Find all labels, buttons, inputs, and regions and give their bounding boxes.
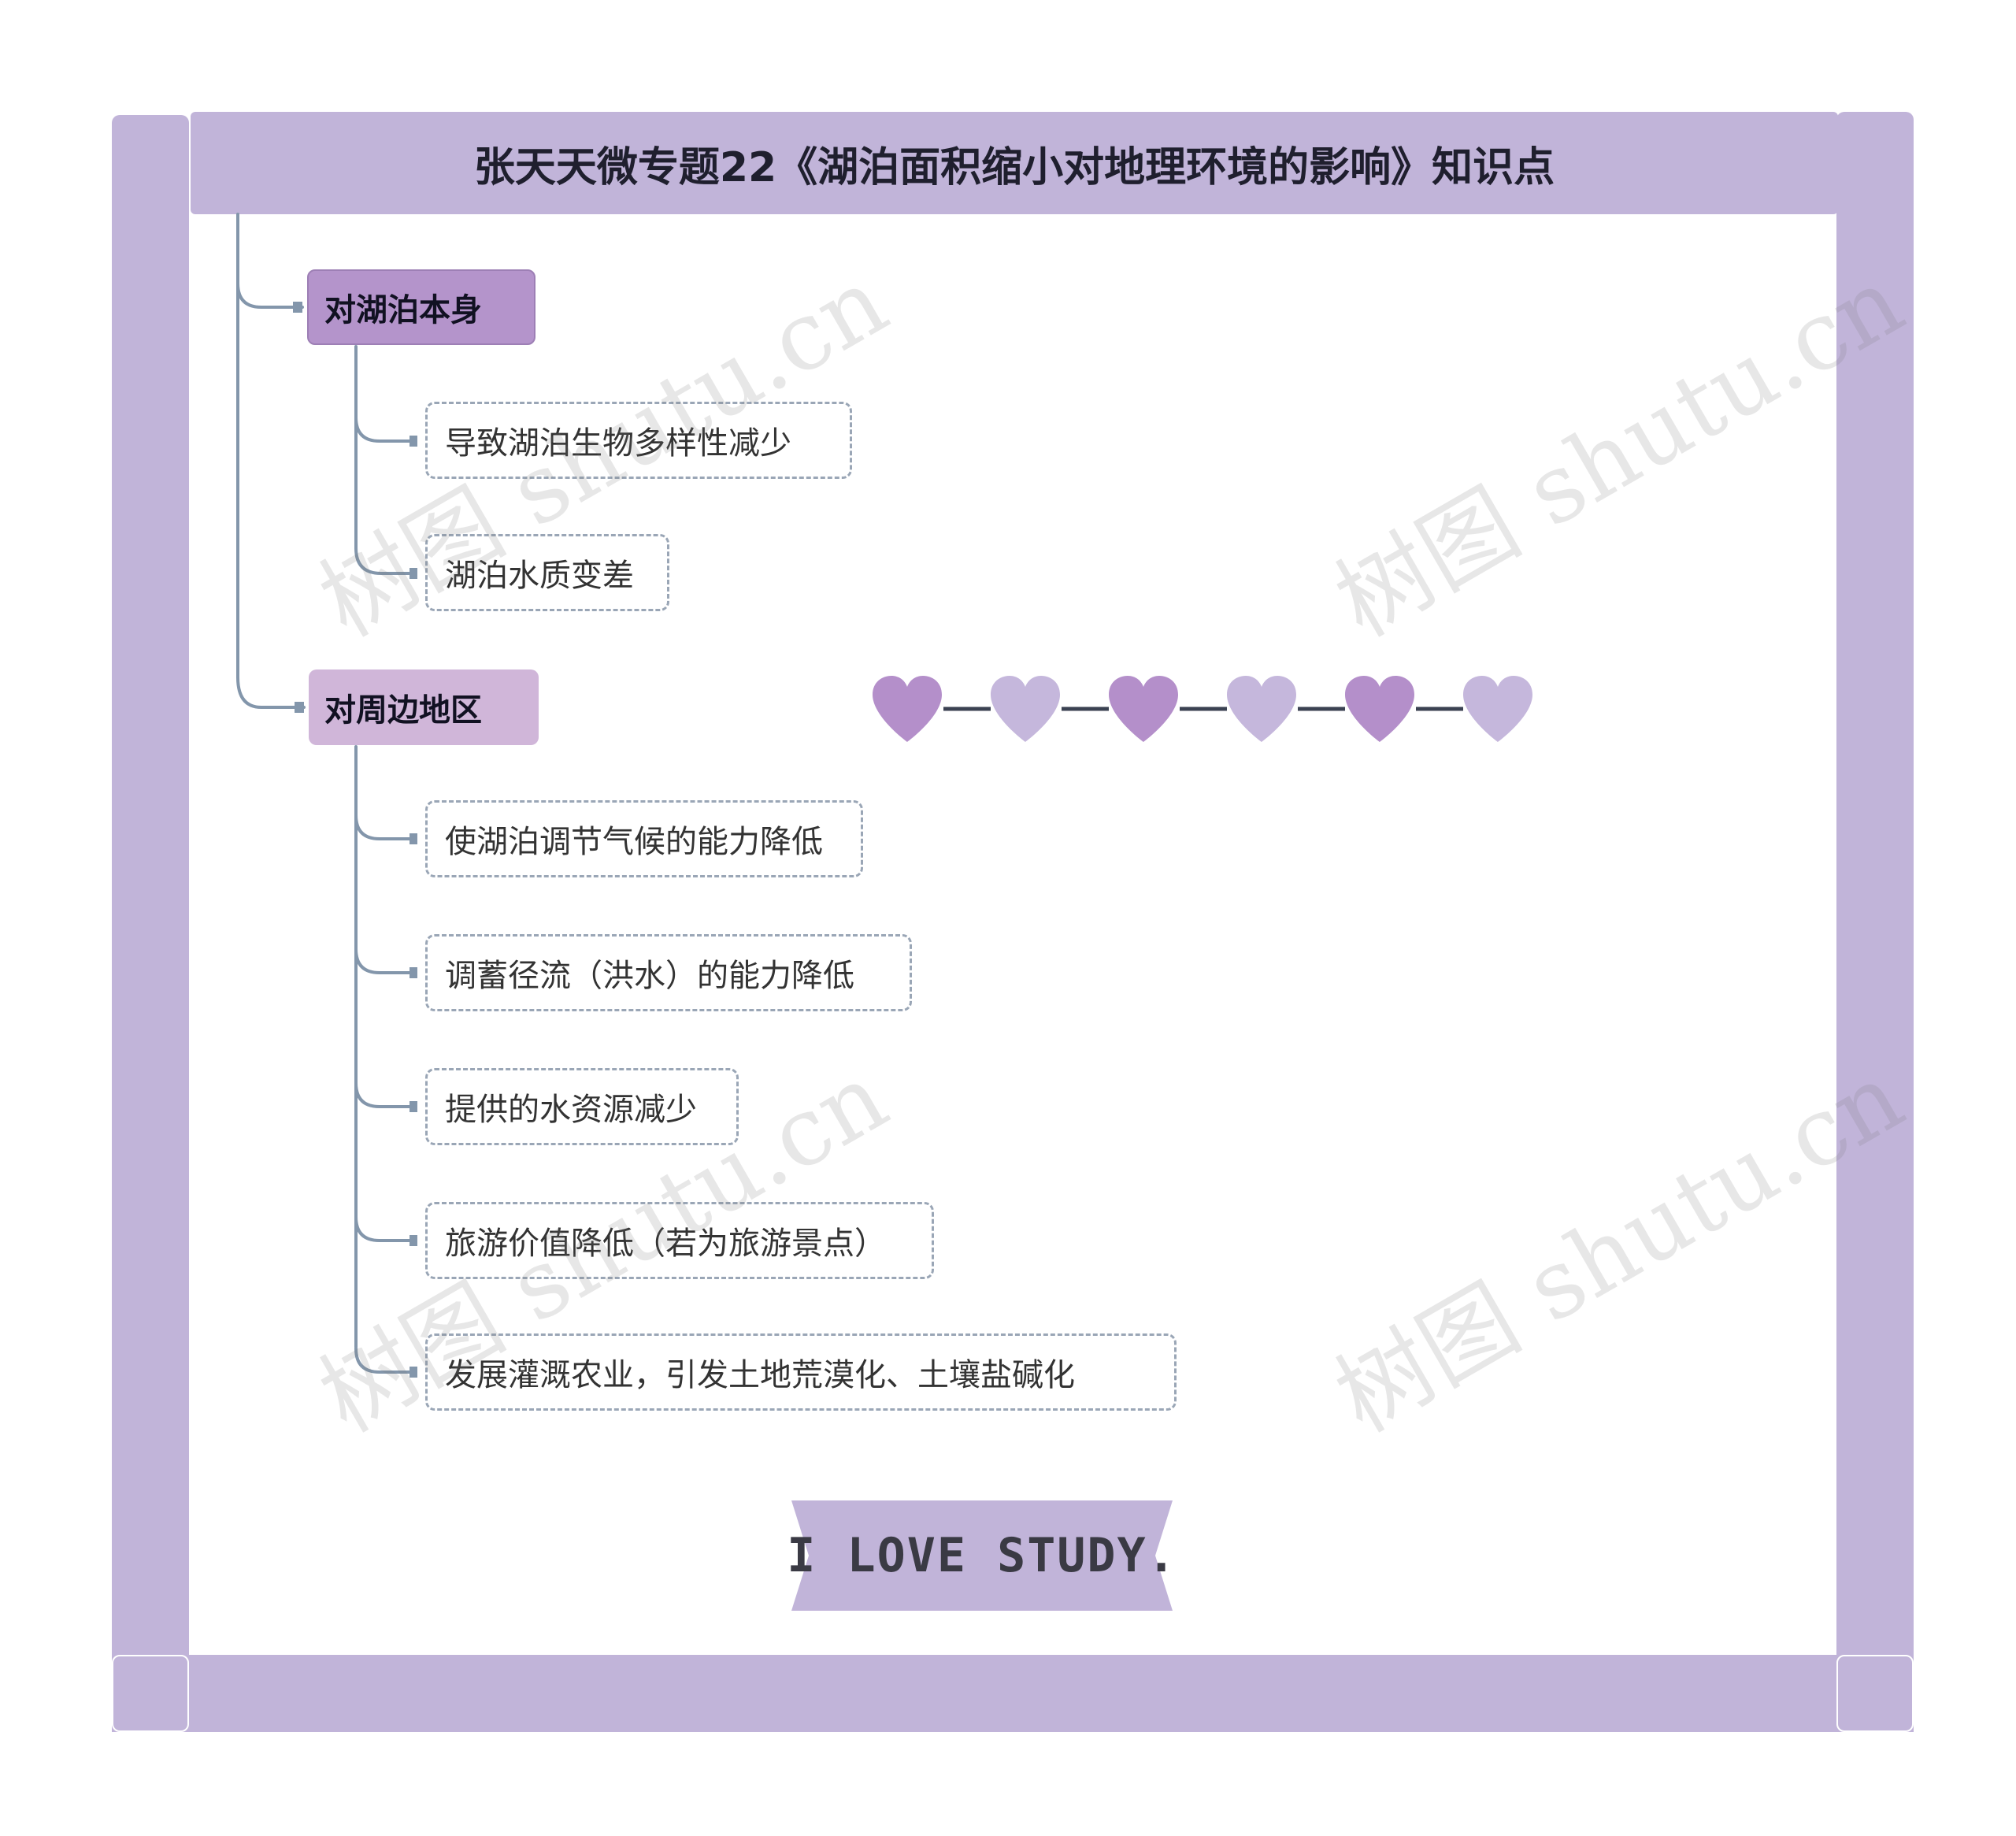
leaf-label: 旅游价值降低（若为旅游景点）: [445, 1226, 886, 1262]
leaf-label: 使湖泊调节气候的能力降低: [445, 824, 823, 860]
heart-icon: [1109, 676, 1178, 742]
topic-label: 对周边地区: [324, 692, 482, 729]
diagram-title: 张天天微专题22《湖泊面积缩小对地理环境的影响》知识点: [473, 143, 1555, 191]
love-study-banner: [791, 1500, 1173, 1611]
leaf-node[interactable]: 旅游价值降低（若为旅游景点）: [425, 1202, 934, 1279]
love-study-text: I LOVE STUDY.: [787, 1528, 1177, 1583]
connector-leaf-2-1: [354, 814, 416, 840]
connector-leaf-2-3: [354, 1081, 416, 1108]
frame-corner-bottom-left: [112, 1655, 189, 1732]
topic-node-lake-itself[interactable]: 对湖泊本身: [307, 269, 536, 345]
leaf-label: 调蓄径流（洪水）的能力降低: [445, 958, 854, 994]
leaf-label: 发展灌溉农业，引发土地荒漠化、土壤盐碱化: [445, 1357, 1075, 1393]
topic-label: 对湖泊本身: [324, 292, 482, 328]
leaf-label: 导致湖泊生物多样性减少: [445, 425, 791, 462]
topic-node-surrounding-area[interactable]: 对周边地区: [309, 669, 539, 745]
connector-leaf-1-1: [354, 416, 416, 443]
connector-leaf-2-4: [354, 1215, 416, 1242]
leaf-node[interactable]: 发展灌溉农业，引发土地荒漠化、土壤盐碱化: [425, 1333, 1177, 1411]
leaf-label: 湖泊水质变差: [445, 558, 634, 594]
connector-leaf-2-2: [354, 948, 416, 974]
heart-icon: [1345, 676, 1414, 742]
heart-icon: [1463, 676, 1532, 742]
leaf-label: 提供的水资源减少: [445, 1092, 697, 1128]
frame-bottom-bar: [112, 1655, 1914, 1732]
connector-leaf-2-5: [354, 1347, 416, 1374]
connector-topic-2: [236, 676, 306, 709]
heart-icon: [1227, 676, 1296, 742]
leaf-node[interactable]: 调蓄径流（洪水）的能力降低: [425, 934, 912, 1011]
heart-icon: [991, 676, 1060, 742]
hearts-decoration: [873, 676, 1532, 742]
connector-topic-1: [236, 282, 304, 309]
leaf-node[interactable]: 导致湖泊生物多样性减少: [425, 402, 852, 479]
frame-right-bar: [1836, 112, 1914, 1731]
leaf-node[interactable]: 湖泊水质变差: [425, 534, 669, 611]
heart-icon: [873, 676, 942, 742]
connector-leaf-1-2: [354, 547, 416, 575]
frame-left-bar: [112, 115, 189, 1731]
leaf-node[interactable]: 提供的水资源减少: [425, 1068, 739, 1145]
title-bar: 张天天微专题22《湖泊面积缩小对地理环境的影响》知识点: [191, 112, 1838, 214]
leaf-node[interactable]: 使湖泊调节气候的能力降低: [425, 800, 863, 877]
frame-corner-bottom-right: [1836, 1655, 1914, 1732]
